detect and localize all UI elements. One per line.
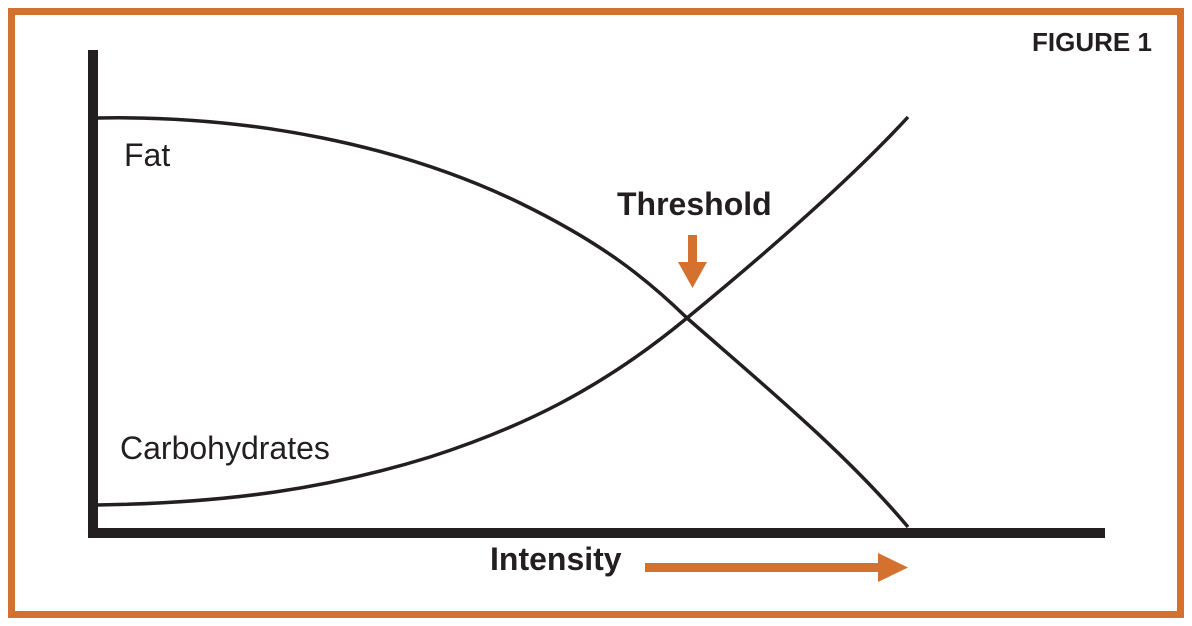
figure-border [8,8,1184,618]
intensity-arrow-icon [645,553,908,582]
figure-label: FIGURE 1 [1032,27,1152,57]
fat-curve [96,116,910,529]
threshold-label: Threshold [617,186,772,222]
fat-curve-label: Fat [124,137,171,173]
x-axis [88,528,1105,538]
carbohydrates-curve [96,115,910,507]
x-axis-label: Intensity [490,541,622,577]
threshold-arrow-icon [678,235,707,288]
y-axis [88,50,98,538]
carbohydrates-curve-label: Carbohydrates [120,430,330,466]
